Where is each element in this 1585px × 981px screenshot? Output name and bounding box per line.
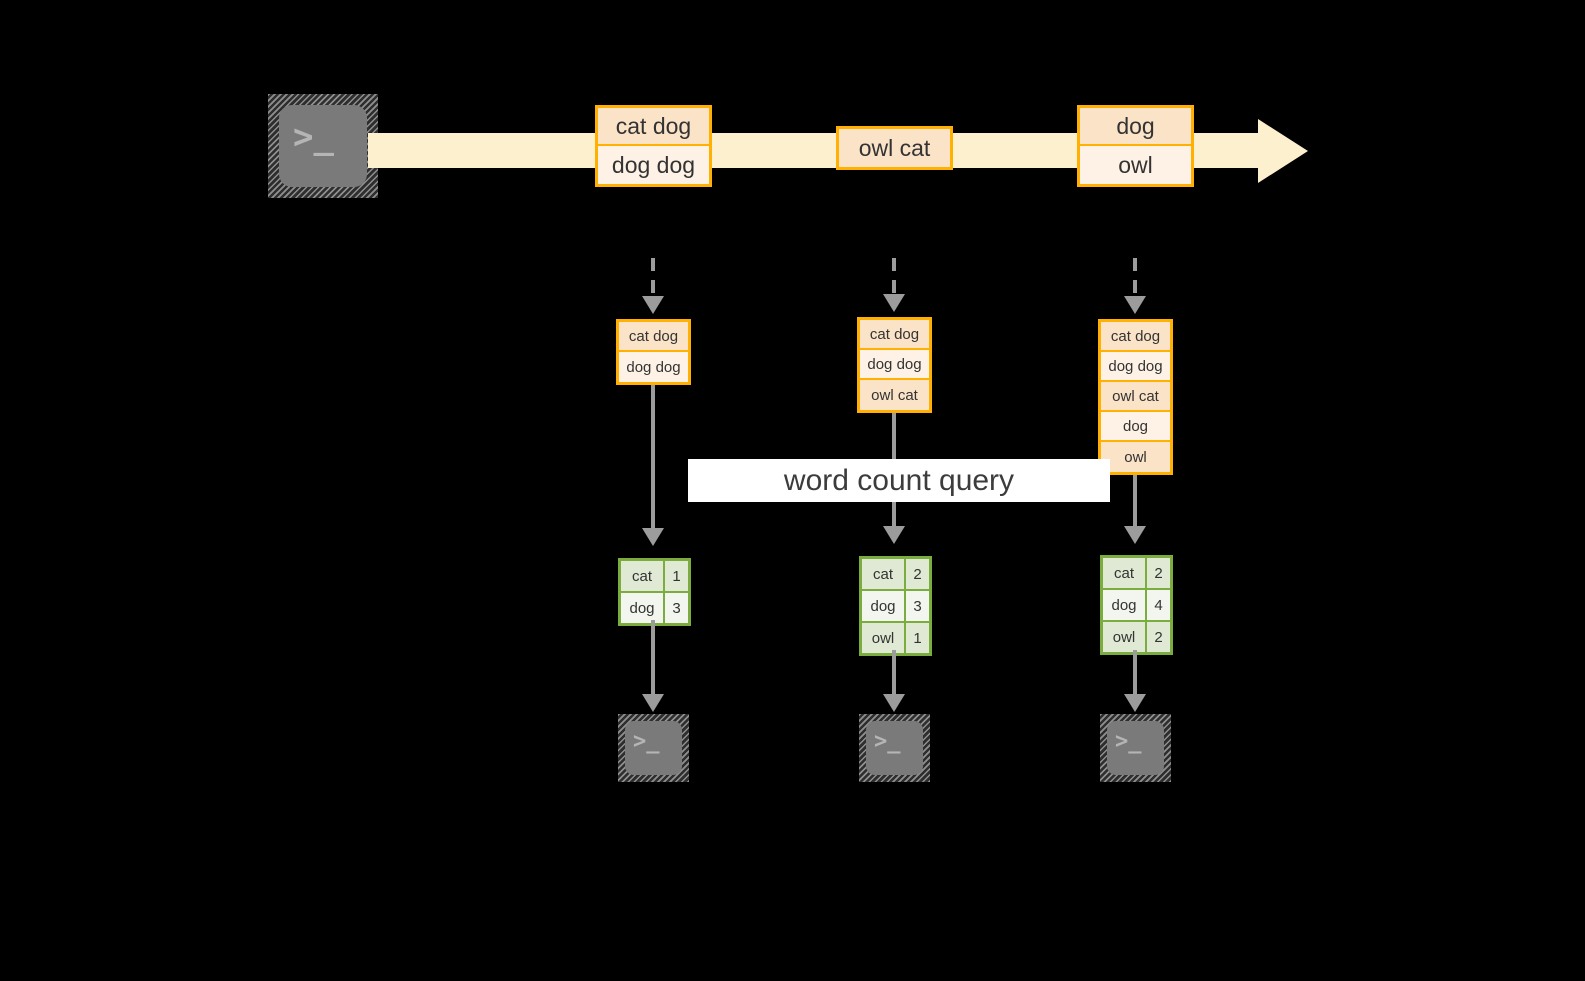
snapshot-record-row: dog dog (619, 352, 688, 382)
snapshot-record-row: owl cat (860, 380, 929, 410)
word-count-row: cat 2 (862, 559, 929, 591)
snapshot-record-stack: cat dog dog dog owl cat (857, 317, 932, 413)
query-label-text: word count query (783, 463, 1015, 497)
counts-to-sink-connector (892, 650, 896, 698)
stream-record-group: owl cat (836, 126, 953, 170)
snapshot-record-row: dog dog (860, 350, 929, 380)
word-cell: dog (1103, 590, 1147, 620)
word-count-row: owl 2 (1103, 622, 1170, 652)
stream-arrow-head (1258, 119, 1308, 183)
sink-terminal-icon: >_ (618, 714, 689, 782)
stream-record-row: dog dog (598, 146, 709, 184)
snapshot-record-stack: cat dog dog dog owl cat dog owl (1098, 319, 1173, 475)
terminal-prompt-glyph: >_ (293, 117, 334, 157)
terminal-body (866, 721, 923, 775)
counts-to-sink-arrowhead (642, 694, 664, 712)
stream-to-snapshot-connector (892, 258, 896, 298)
terminal-body (625, 721, 682, 775)
count-cell: 2 (913, 565, 922, 583)
word-cell: dog (862, 591, 906, 621)
sink-terminal-icon: >_ (859, 714, 930, 782)
stream-to-snapshot-arrowhead (883, 294, 905, 312)
word-cell: cat (621, 561, 665, 591)
stream-to-snapshot-connector (1133, 258, 1137, 300)
snapshot-record-row: owl cat (1101, 382, 1170, 412)
stream-record-group: dog owl (1077, 105, 1194, 187)
sink-terminal-icon: >_ (1100, 714, 1171, 782)
count-cell: 1 (913, 629, 922, 647)
word-count-row: cat 2 (1103, 558, 1170, 590)
source-terminal-icon: >_ (268, 94, 378, 198)
word-cell: owl (862, 623, 906, 653)
stream-to-snapshot-arrowhead (642, 296, 664, 314)
stream-record-group: cat dog dog dog (595, 105, 712, 187)
word-cell: owl (1103, 622, 1147, 652)
terminal-body (279, 105, 367, 187)
snapshot-to-counts-arrowhead (1124, 526, 1146, 544)
snapshot-record-row: cat dog (860, 320, 929, 350)
count-cell: 4 (1154, 596, 1163, 614)
snapshot-record-row: cat dog (619, 322, 688, 352)
snapshot-record-row: dog dog (1101, 352, 1170, 382)
count-cell: 2 (1154, 564, 1163, 582)
terminal-prompt-glyph: >_ (874, 729, 901, 754)
snapshot-to-counts-arrowhead (642, 528, 664, 546)
stream-to-snapshot-arrowhead (1124, 296, 1146, 314)
word-count-table: cat 2 dog 4 owl 2 (1100, 555, 1173, 655)
terminal-body (1107, 721, 1164, 775)
counts-to-sink-arrowhead (883, 694, 905, 712)
stream-record-row: cat dog (598, 108, 709, 146)
terminal-prompt-glyph: >_ (633, 729, 660, 754)
word-count-row: dog 4 (1103, 590, 1170, 622)
count-cell: 2 (1154, 628, 1163, 646)
word-count-row: owl 1 (862, 623, 929, 653)
snapshot-record-row: cat dog (1101, 322, 1170, 352)
word-count-row: cat 1 (621, 561, 688, 593)
query-label-band: word count query (688, 459, 1110, 502)
count-cell: 1 (672, 567, 681, 585)
counts-to-sink-connector (1133, 650, 1137, 698)
terminal-prompt-glyph: >_ (1115, 729, 1142, 754)
word-cell: cat (862, 559, 906, 589)
stream-record-row: dog (1080, 108, 1191, 146)
word-count-table: cat 2 dog 3 owl 1 (859, 556, 932, 656)
word-count-row: dog 3 (862, 591, 929, 623)
snapshot-to-counts-arrowhead (883, 526, 905, 544)
snapshot-record-row: dog (1101, 412, 1170, 442)
count-cell: 3 (672, 599, 681, 617)
stream-to-snapshot-connector (651, 258, 655, 300)
snapshot-to-counts-connector (651, 385, 655, 533)
snapshot-record-stack: cat dog dog dog (616, 319, 691, 385)
counts-to-sink-connector (651, 620, 655, 698)
word-cell: dog (621, 593, 665, 623)
stream-record-row: owl cat (839, 129, 950, 167)
word-count-table: cat 1 dog 3 (618, 558, 691, 626)
word-count-row: dog 3 (621, 593, 688, 623)
word-cell: cat (1103, 558, 1147, 588)
snapshot-to-counts-connector (1133, 475, 1137, 531)
count-cell: 3 (913, 597, 922, 615)
snapshot-record-row: owl (1101, 442, 1170, 472)
stream-record-row: owl (1080, 146, 1191, 184)
counts-to-sink-arrowhead (1124, 694, 1146, 712)
